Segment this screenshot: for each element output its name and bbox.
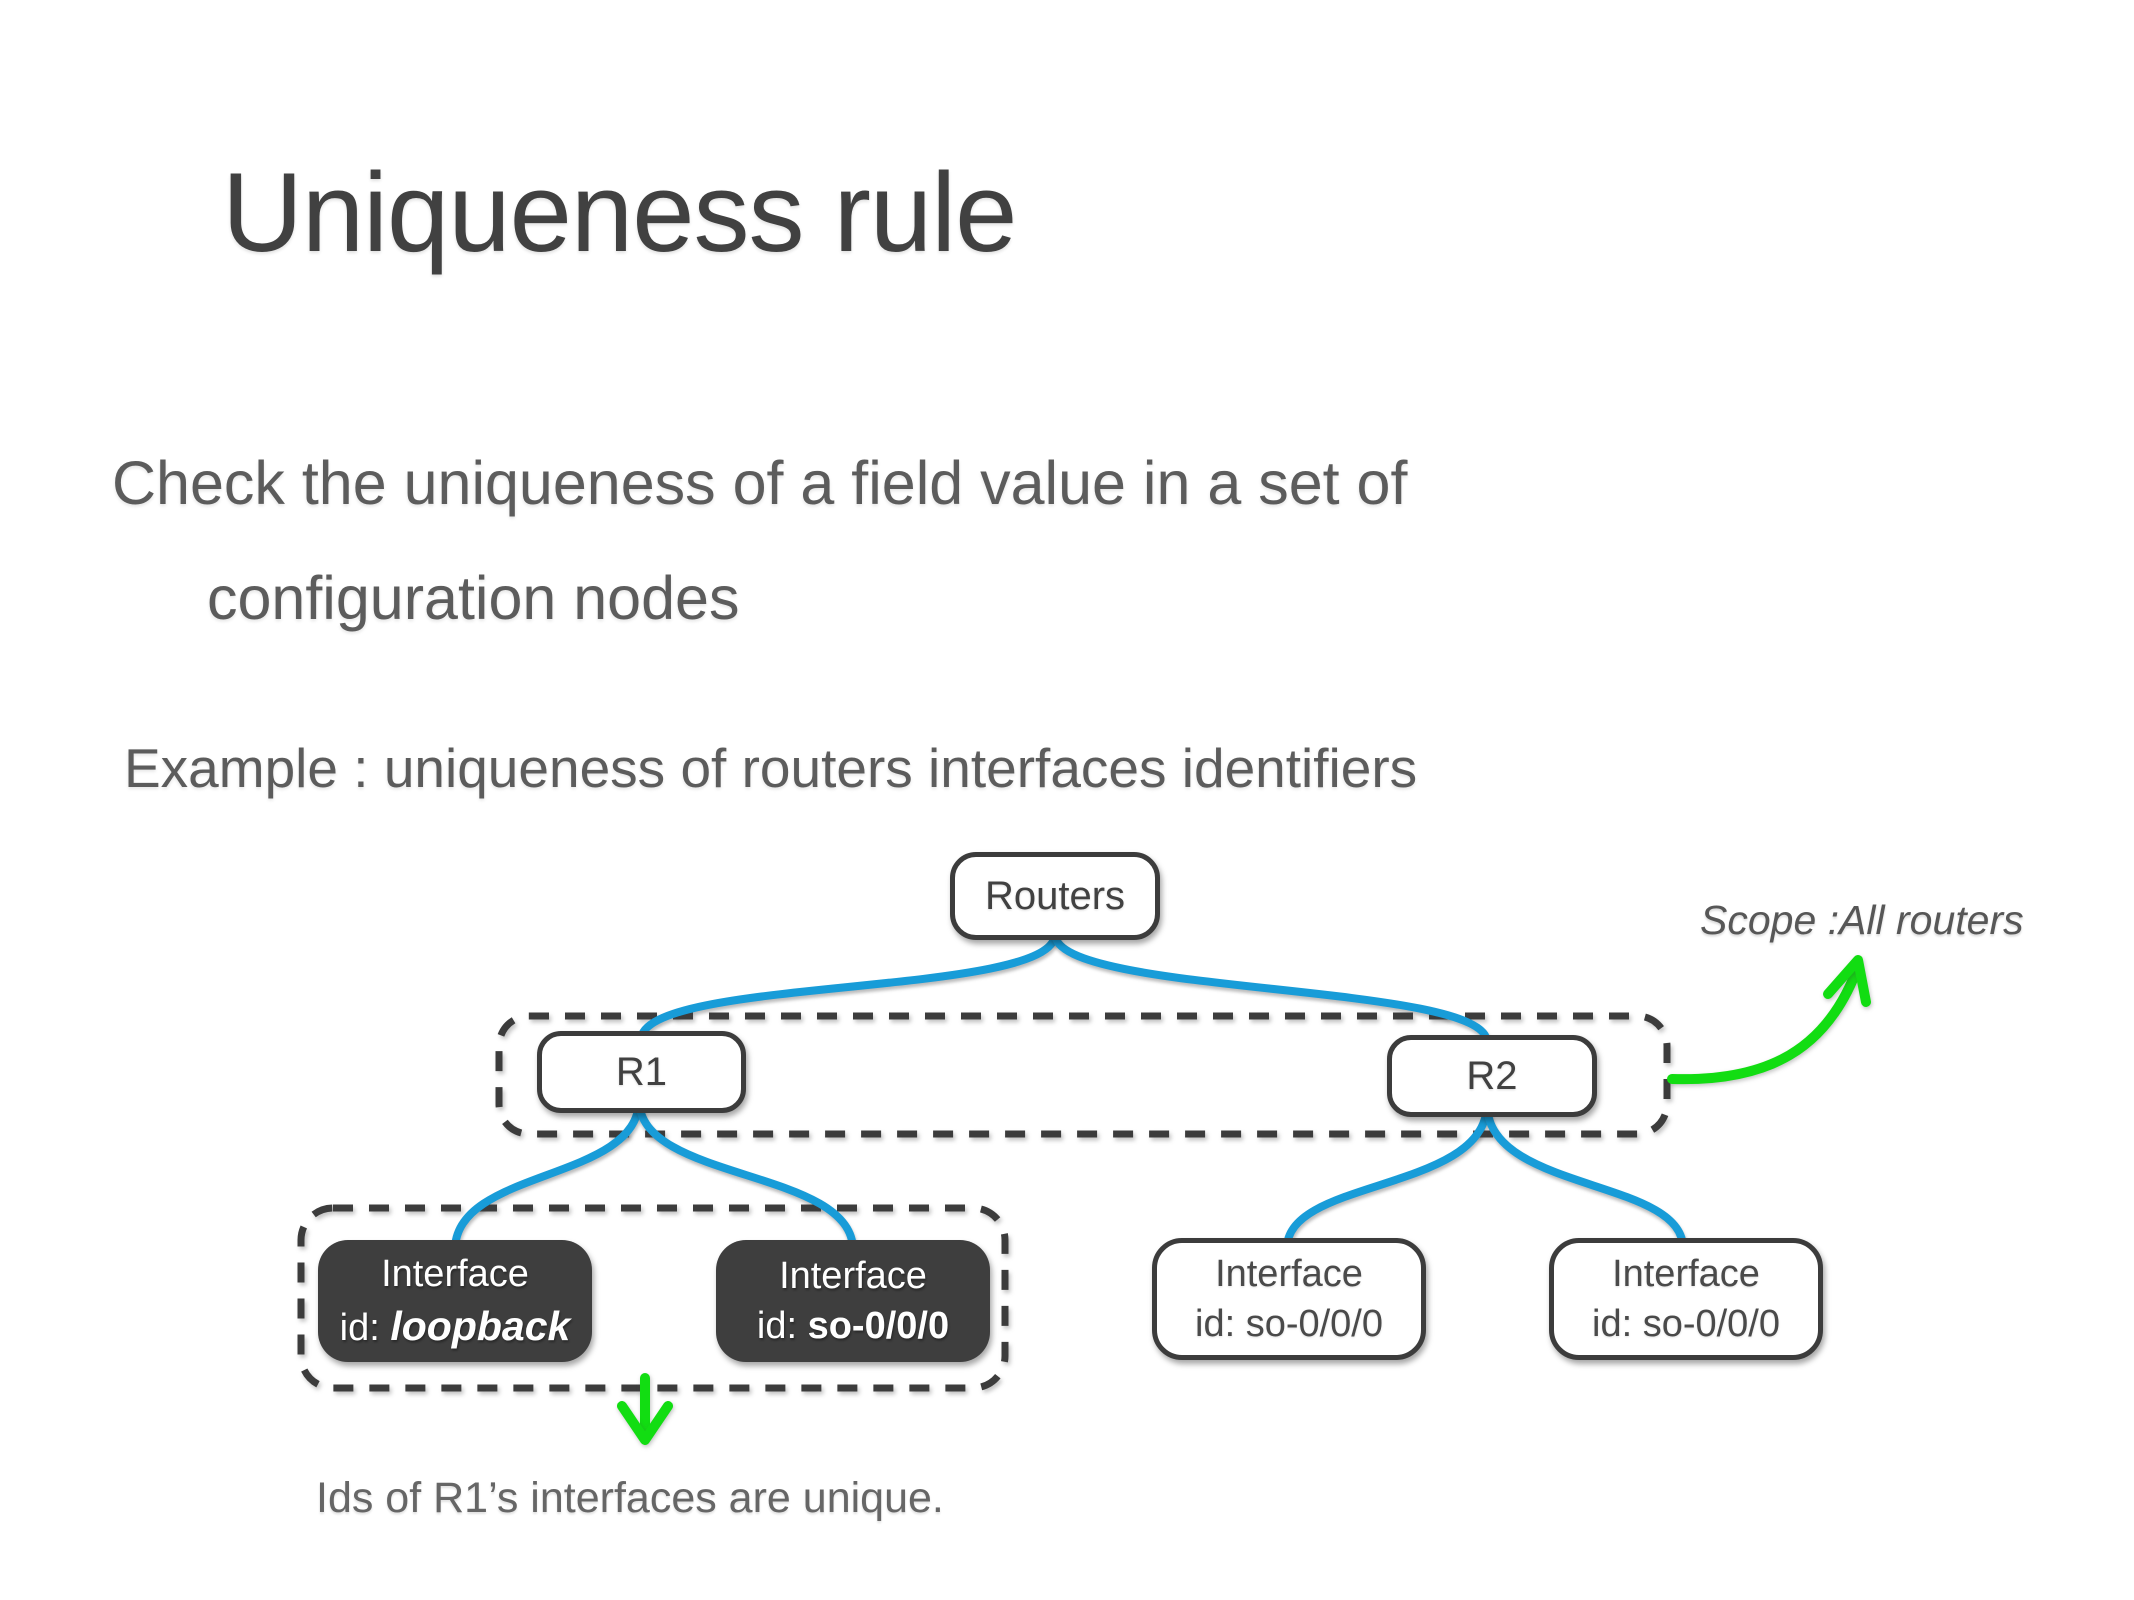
interface-title: Interface <box>1612 1252 1760 1295</box>
node-r1-interface-loopback: Interface id: loopback <box>318 1240 592 1362</box>
connector-r1-interface1 <box>451 1096 643 1254</box>
example-caption: Example : uniqueness of routers interfac… <box>124 737 1418 799</box>
interface-title: Interface <box>779 1254 927 1297</box>
node-r2-interface-2: Interface id: so-0/0/0 <box>1549 1238 1823 1360</box>
connector-r2-interface2 <box>1483 1100 1687 1252</box>
unique-arrow-icon <box>617 1373 673 1445</box>
page-title: Uniqueness rule <box>222 150 1017 275</box>
connector-routers-r1 <box>637 930 1059 1044</box>
scope-arrow-icon <box>1667 955 1871 1085</box>
scope-label: Scope :All routers <box>1700 897 2024 943</box>
uniqueness-caption: Ids of R1’s interfaces are unique. <box>316 1474 944 1522</box>
body-text-line2: configuration nodes <box>207 564 740 632</box>
interface-id: id: so-0/0/0 <box>1195 1303 1383 1345</box>
node-r2: R2 <box>1387 1035 1597 1117</box>
connector-r2-interface1 <box>1283 1100 1491 1252</box>
interface-id: id: so-0/0/0 <box>1592 1303 1780 1345</box>
interface-title: Interface <box>381 1252 529 1295</box>
node-r1-interface-so000: Interface id: so-0/0/0 <box>716 1240 990 1362</box>
node-r2-interface-1: Interface id: so-0/0/0 <box>1152 1238 1426 1360</box>
connector-r1-interface2 <box>635 1096 857 1254</box>
node-r2-label: R2 <box>1466 1053 1518 1098</box>
body-text-line1: Check the uniqueness of a field value in… <box>112 449 1408 517</box>
node-r1: R1 <box>537 1031 746 1113</box>
node-routers-label: Routers <box>984 873 1126 918</box>
interface-id-prefix: id: <box>756 1305 808 1347</box>
interface-title: Interface <box>1215 1252 1363 1295</box>
connector-routers-r2 <box>1051 930 1491 1046</box>
interface-id: id: loopback <box>340 1299 571 1353</box>
node-r1-label: R1 <box>615 1049 668 1094</box>
node-routers: Routers <box>950 852 1160 940</box>
interface-id-prefix: id: <box>339 1307 391 1349</box>
interface-id: id: so-0/0/0 <box>757 1301 949 1351</box>
interface-id-value: loopback <box>390 1303 571 1349</box>
scope-dashed-box <box>495 1012 1671 1138</box>
interface-id-value: so-0/0/0 <box>807 1305 950 1347</box>
